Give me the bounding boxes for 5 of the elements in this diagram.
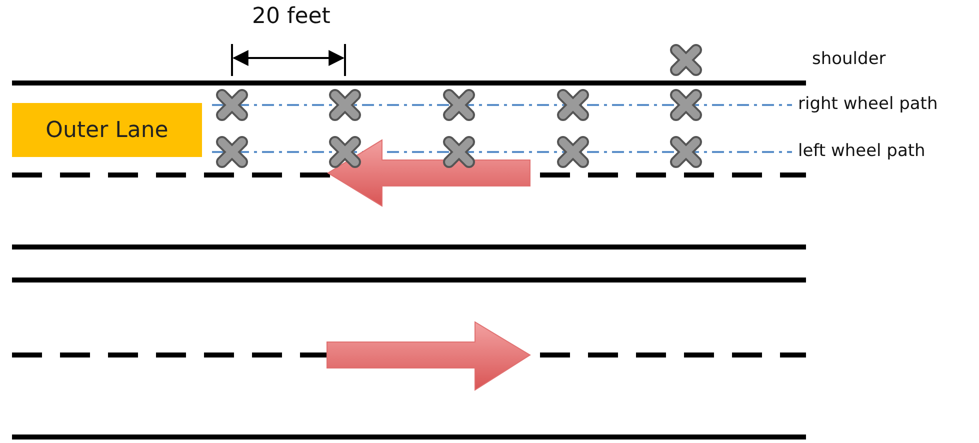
lane-label: Outer Lane [12, 103, 202, 157]
wheel-path-label: right wheel path [798, 94, 938, 114]
wheel-path-label: left wheel path [798, 141, 926, 161]
shoulder-label: shoulder [812, 49, 886, 69]
dimension-label: 20 feet [252, 4, 330, 29]
